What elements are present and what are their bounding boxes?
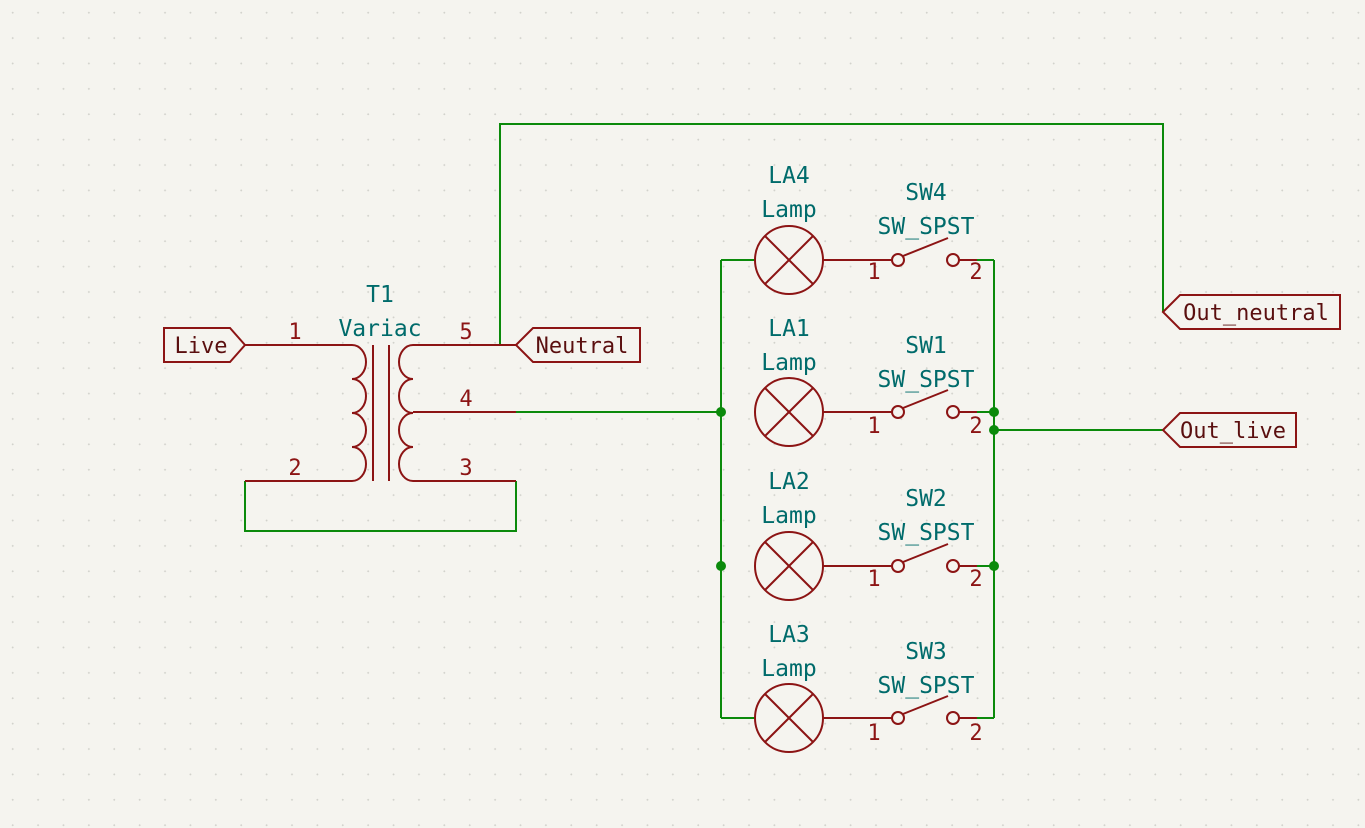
primary-coil [351,344,367,482]
junction-dot [989,425,999,435]
switch-value: SW_SPST [878,673,975,699]
junction-dot [716,561,726,571]
junction-dot [989,407,999,417]
secondary-coil [398,344,414,482]
label-out-neutral[interactable]: Out_neutral [1161,294,1341,330]
switch-pin-2: 2 [969,567,982,592]
svg-text:Live: Live [175,334,228,359]
wire-neutral-to-out-neutral[interactable] [499,123,1164,345]
lamp-ref: LA4 [768,163,810,189]
lamp-ref: LA1 [768,316,810,342]
switch-sw1[interactable]: SW1 SW_SPST 1 2 [867,333,982,439]
label-live[interactable]: Live [163,327,247,363]
lamp-value: Lamp [761,503,816,529]
junctions [716,407,999,571]
switch-ref: SW3 [905,639,947,665]
switch-value: SW_SPST [878,367,975,393]
lamp-value: Lamp [761,197,816,223]
transformer-t1[interactable]: T1 Variac 1 2 5 4 3 [245,282,516,482]
t1-pin-2: 2 [288,456,301,481]
t1-value: Variac [338,316,421,342]
t1-ref: T1 [366,282,394,308]
lamp-ref: LA2 [768,469,810,495]
switch-ref: SW4 [905,180,947,206]
t1-pin-5: 5 [459,320,472,345]
switch-value: SW_SPST [878,520,975,546]
switch-sw3[interactable]: SW3 SW_SPST 1 2 [867,639,982,746]
switch-pin-1: 1 [867,414,880,439]
switch-value: SW_SPST [878,214,975,240]
switch-ref: SW2 [905,486,947,512]
t1-pin-1: 1 [288,320,301,345]
switch-sw2[interactable]: SW2 SW_SPST 1 2 [867,486,982,592]
t1-pin-4: 4 [459,387,472,412]
switch-pin-2: 2 [969,260,982,285]
t1-pin-3: 3 [459,456,472,481]
label-neutral[interactable]: Neutral [514,327,641,363]
switch-pin-1: 1 [867,721,880,746]
switch-pin-2: 2 [969,721,982,746]
switch-pin-2: 2 [969,414,982,439]
lamp-value: Lamp [761,656,816,682]
lamp-value: Lamp [761,350,816,376]
switch-ref: SW1 [905,333,947,359]
lamp-la4[interactable]: LA4 Lamp [754,163,824,295]
lamp-ref: LA3 [768,622,810,648]
wire-loop-pin2-pin3[interactable] [244,481,517,532]
switch-pin-1: 1 [867,260,880,285]
junction-dot [716,407,726,417]
junction-dot [989,561,999,571]
svg-text:Out_neutral: Out_neutral [1183,301,1329,326]
label-out-live[interactable]: Out_live [1161,412,1297,448]
switch-pin-1: 1 [867,567,880,592]
lamp-la3[interactable]: LA3 Lamp [754,622,824,753]
svg-text:Out_live: Out_live [1180,419,1286,444]
wires [244,123,1164,719]
lamp-la2[interactable]: LA2 Lamp [754,469,824,601]
switch-sw4[interactable]: SW4 SW_SPST 1 2 [867,180,982,285]
svg-text:Neutral: Neutral [536,334,629,359]
lamp-la1[interactable]: LA1 Lamp [754,316,824,447]
